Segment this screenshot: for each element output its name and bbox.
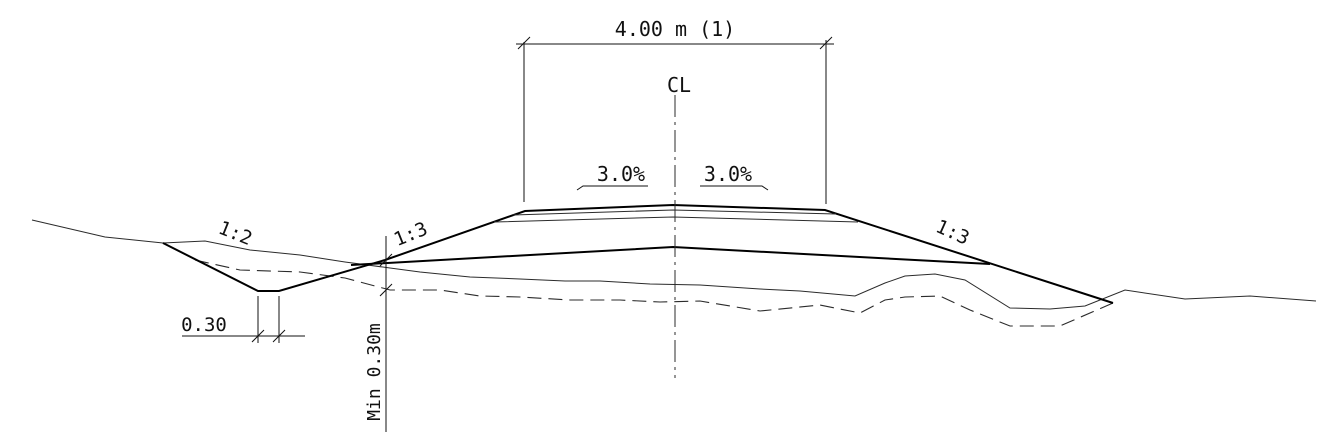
base-course-line [350,245,991,266]
pavement-layer-line-1 [512,209,837,216]
ditch-width-dimension [182,296,305,343]
existing-ground-line [31,219,1317,310]
top-width-label: 4.00 m (1) [615,17,735,41]
ditch-width-label: 0.30 [181,314,227,336]
embankment-outline [384,203,1114,304]
right-slope-label: 1:3 [932,215,972,249]
top-width-dimension [516,36,834,204]
ditch-slope-label: 1:2 [215,217,255,250]
crossfall-left-label: 3.0% [597,162,645,186]
subgrade-dashed-line [194,259,1114,327]
centerline-label: CL [667,73,691,97]
crossfall-arrow-left [576,185,648,191]
crossfall-arrow-right [700,185,769,191]
ditch-outline [162,242,386,292]
crossfall-right-label: 3.0% [704,162,752,186]
min-depth-dimension [379,236,393,432]
min-depth-label: Min 0.30m [364,323,385,421]
pavement-layer-line-2 [493,216,859,223]
